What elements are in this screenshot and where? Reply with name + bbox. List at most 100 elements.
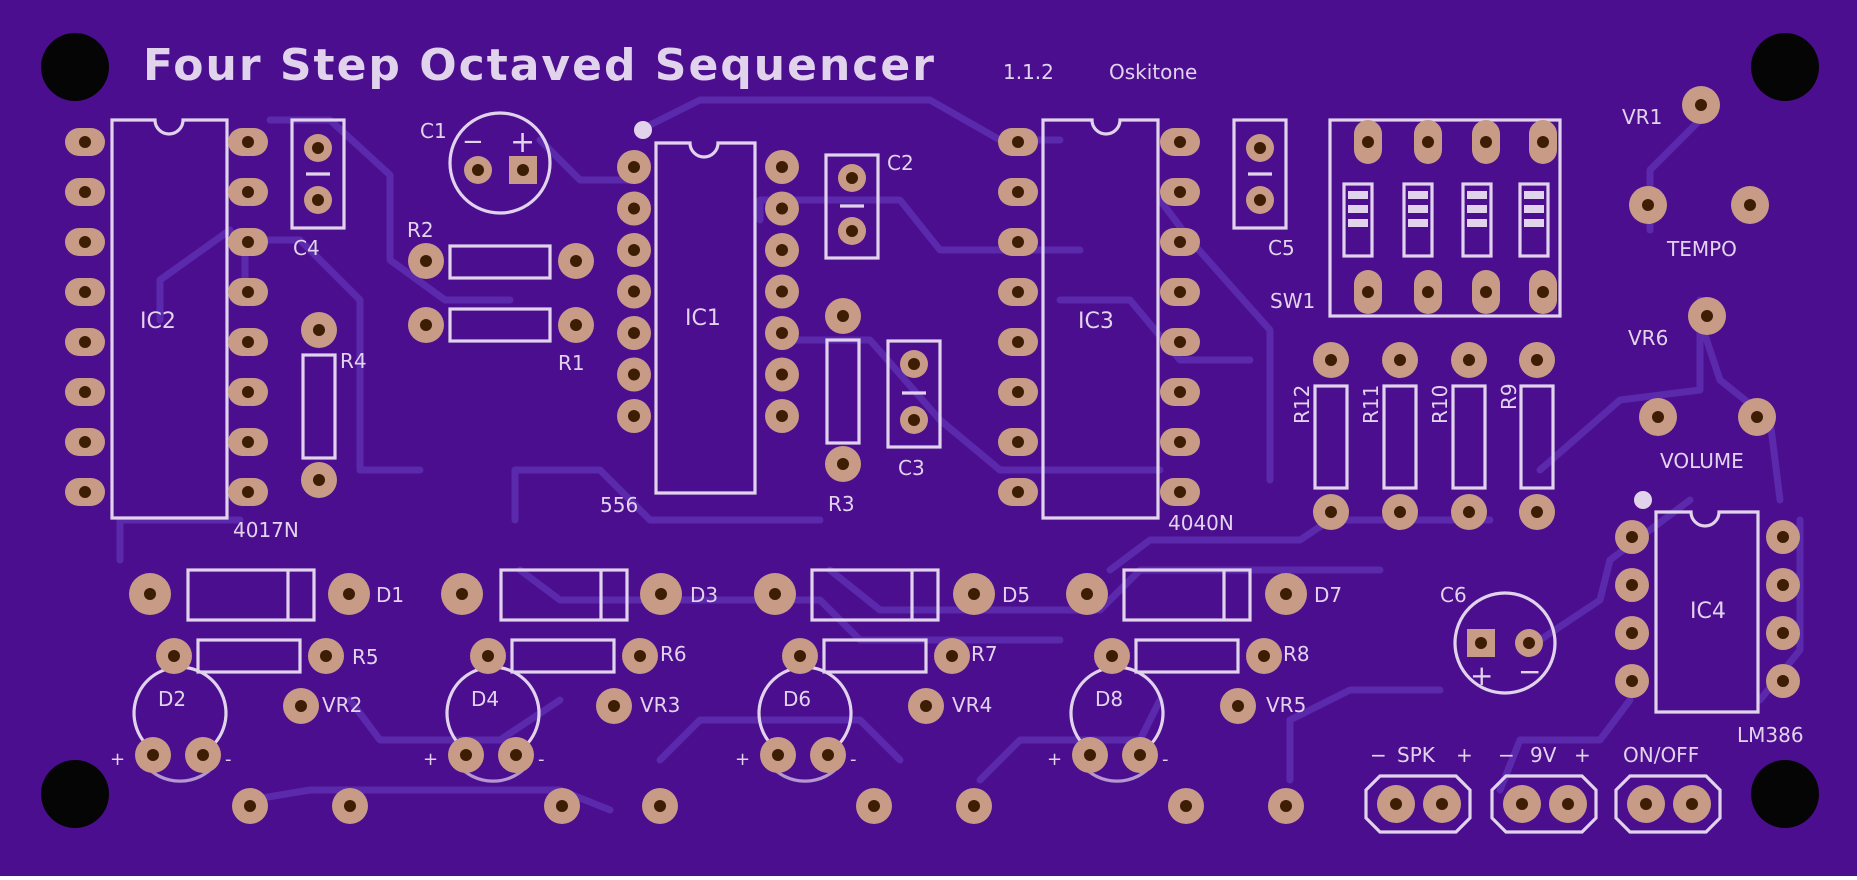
spk-minus-label: − [1370,743,1387,767]
r-vertical-pad-hole [1531,506,1543,518]
ic2-pad-pin-hole [79,186,91,198]
ic3-chip: IC3 4040N [1041,118,1234,535]
diode-d3: D3 [499,568,718,622]
r8-label: R8 [1283,642,1310,666]
pot-pad-hole [244,800,256,812]
r5-label: R5 [352,645,379,669]
ic3-pad-pin-hole [1174,486,1186,498]
header-9v: − 9V + [1490,743,1598,834]
header-on-off: ON/OFF [1614,743,1722,834]
ic4-pad-hole [1626,627,1638,639]
diode-pad-hole [655,588,667,600]
ic2-pad-pin-hole [79,286,91,298]
vr1-label: VR1 [1622,105,1662,129]
diode-d1: D1 [186,568,404,622]
sw1-pad-hole [1537,286,1549,298]
r11-label: R11 [1359,385,1383,424]
resistor-r1: R1 [448,307,585,375]
d3-label: D3 [690,583,718,607]
ic3-pad-pin-hole [1012,386,1024,398]
ic2-pad-pin-hole [79,136,91,148]
capacitor-c6: C6 + − [1440,583,1557,695]
sw1-pad-hole [1362,136,1374,148]
ic1-pad-hole [776,161,788,173]
ic3-pad-pin-hole [1012,186,1024,198]
capacitor-c3: C3 [886,339,942,480]
ic2-pad-pin-hole [242,286,254,298]
pot-pad-hole [968,800,980,812]
r4-pad-hole [313,324,325,336]
diode-d7: D7 [1122,568,1342,622]
c3-label: C3 [898,456,925,480]
ic1-pad-hole [628,202,640,215]
spk-pad-hole [1436,798,1448,810]
ic4-part-label: LM386 [1737,723,1804,747]
diode-pad-hole [1081,588,1093,600]
on-off-pad-hole [1640,798,1652,810]
diode-pad-hole [456,588,468,600]
nine-v-minus-label: − [1498,743,1515,767]
d1-label: D1 [376,583,404,607]
ic3-pad-pin-hole [1012,236,1024,248]
ic1-part-label: 556 [600,493,638,517]
ic4-pad-hole [1626,531,1638,543]
r-vertical-pad-hole [1394,354,1406,366]
r4-label: R4 [340,349,367,373]
ic4-pad-hole [1626,579,1638,591]
led-pad-hole [197,749,209,761]
spk-label: SPK [1397,743,1436,767]
resistor-r10: R10 [1428,384,1487,490]
ic2-pad-pin-hole [242,436,254,448]
ic2-pad-pin-hole [242,486,254,498]
pot-pad-hole [1232,700,1244,712]
ic1-pad-hole [628,368,640,381]
resistor-r2: R2 [407,218,552,280]
mounting-hole-bottom-left [41,760,109,828]
ic2-pad-pin-hole [79,386,91,398]
ic2-pad-pin-hole [79,336,91,348]
r1-label: R1 [558,351,585,375]
ic3-pad-pin-hole [1174,286,1186,298]
r-vertical-pad-hole [1463,354,1475,366]
ic2-chip: IC2 4017N [110,118,299,542]
board-version: 1.1.2 [1003,60,1054,84]
ic4-pad-hole [1777,675,1789,687]
r8-pad-hole [1106,650,1118,662]
led-pad-hole [1134,749,1146,761]
pot-pad-hole [654,800,666,812]
mounting-hole-bottom-right [1751,760,1819,828]
resistor-r5: R5 [196,638,379,674]
r6-label: R6 [660,642,687,666]
r-vertical-pad-hole [1325,354,1337,366]
ic2-pad-pin-hole [79,436,91,448]
ic1-pad-hole [628,285,640,298]
d2-label: D2 [158,687,186,711]
d6-label: D6 [783,687,811,711]
r2-pad-hole [420,255,432,267]
ic3-pad-pin-hole [1012,336,1024,348]
capacitor-c5: C5 [1232,118,1295,260]
pot-pad-hole [344,800,356,812]
c1-plus-label: + [510,125,535,160]
nine-v-pad-hole [1516,798,1528,810]
ic2-pad-pin-hole [242,336,254,348]
c4-label: C4 [293,236,320,260]
ic4-chip: IC4 LM386 [1634,491,1804,747]
mounting-hole-top-left [41,33,109,101]
copper-pads [65,86,1800,824]
ic1-pad-hole [776,244,788,256]
resistor-r7: R7 [822,638,998,674]
led-pad-hole [147,749,159,761]
ic1-chip: IC1 556 [600,121,757,517]
c3-pad-hole [908,358,920,370]
resistor-r3: R3 [825,338,861,516]
r7-pad-hole [946,650,958,662]
diode-pad-hole [968,588,980,600]
sw1-pad-hole [1362,286,1374,298]
sw1-pad-hole [1480,286,1492,298]
c1-pad-minus-hole [472,164,484,176]
ic3-pad-pin-hole [1174,136,1186,148]
resistor-r8: R8 [1134,638,1310,674]
c5-pad-hole [1254,194,1266,206]
